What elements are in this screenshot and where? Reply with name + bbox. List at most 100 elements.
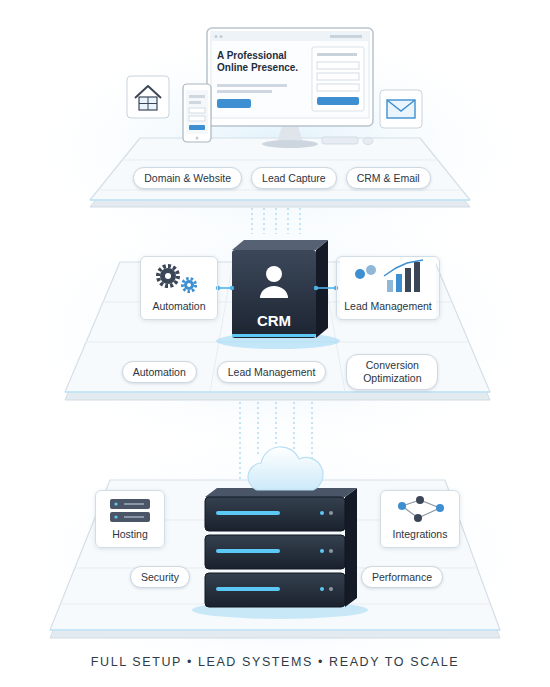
lead-card-icon-part (387, 280, 393, 292)
hosting-card-icon-part (114, 502, 117, 505)
domain-icon-part (127, 76, 169, 118)
email-icon (380, 90, 422, 128)
monitor-illustration (207, 28, 373, 148)
automation-card-icon-part (184, 280, 194, 290)
feature-card: Hosting (95, 490, 165, 548)
server-stack-part (329, 587, 333, 591)
monitor-illustration-part (312, 47, 364, 111)
feature-pill: Lead Management (217, 361, 327, 384)
monitor-illustration-part (207, 28, 373, 126)
server-stack-part (329, 511, 333, 515)
automation-card-icon-part (187, 283, 191, 287)
cloud-shape (248, 447, 323, 490)
crm-cube-shape-part (266, 266, 282, 282)
bottom-platform-part (50, 629, 500, 631)
integrations-card-icon-part (416, 496, 424, 504)
phone-illustration-part (189, 125, 205, 130)
automation-card-icon-part (183, 279, 196, 292)
integrations-card-icon (380, 490, 460, 548)
phone-illustration-part (186, 90, 208, 134)
crm-cube: CRM (232, 250, 316, 338)
node-text: Performance (372, 571, 432, 584)
node-text: Lead Capture (262, 172, 326, 185)
integrations-card-icon-part (398, 502, 406, 510)
flow-dashes-part (257, 402, 258, 456)
flow-dashes-part (263, 208, 264, 234)
email-icon-part (387, 100, 415, 118)
hosting-card-icon-part (114, 515, 117, 518)
hosting-card-icon-part (95, 490, 165, 548)
crm-cube-shape-part (232, 250, 316, 338)
monitor-illustration-part (215, 35, 218, 38)
feature-pill: Automation (122, 361, 197, 384)
phone-illustration-part (189, 108, 205, 113)
crm-cube-shape-part (216, 333, 340, 349)
domain-icon-part (139, 103, 157, 104)
hosting-card-icon-part (124, 503, 144, 505)
automation-card-icon-part (165, 273, 171, 279)
feature-pill: Lead Capture (251, 167, 337, 190)
integrations-card-icon-part (414, 514, 422, 522)
phone-illustration-part (196, 137, 199, 140)
phone-illustration-part (189, 95, 205, 98)
phone-illustration (183, 84, 211, 142)
server-stack-part (216, 511, 280, 515)
flow-dashes-part (299, 208, 300, 234)
top-platform-part (122, 160, 438, 161)
monitor-illustration-part (217, 84, 287, 87)
monitor-illustration-part (217, 90, 272, 93)
monitor-illustration-part (317, 62, 359, 69)
feature-card: Lead Management (336, 256, 440, 320)
server-stack-part (205, 573, 345, 607)
lead-card-icon-part (355, 269, 365, 279)
domain-icon-part (135, 86, 161, 98)
connector-dot (216, 286, 220, 290)
node-text: Automation (152, 300, 205, 313)
monitor-illustration-part (322, 137, 358, 144)
top-platform-part (90, 199, 470, 201)
bottom-platform (50, 480, 500, 638)
cloud-shape-part (248, 447, 323, 490)
crm-cube-shape-part (232, 334, 316, 337)
lead-card-icon (340, 256, 436, 320)
lead-card-icon-part (405, 268, 411, 292)
flow-dashes-part (275, 208, 276, 234)
hosting-card-icon-part (110, 512, 150, 522)
server-stack-part (205, 497, 345, 531)
crm-cube-shape (216, 240, 340, 349)
feature-pill: CRM & Email (346, 167, 431, 190)
top-platform-part (98, 190, 462, 191)
flow-dashes-part (293, 402, 294, 456)
monitor-illustration-part (211, 32, 369, 41)
node-text: Hosting (112, 528, 148, 541)
node-text: Conversion Optimization (357, 359, 427, 384)
monitor-illustration-part (317, 53, 357, 56)
node-text: CRM (257, 312, 291, 329)
server-stack (192, 488, 368, 619)
server-stack-part (216, 549, 280, 553)
flow-dashes-part (239, 402, 240, 480)
feature-card: Automation (140, 256, 218, 320)
screen-heading: A Professional Online Presence. (217, 50, 309, 74)
server-stack-part (320, 549, 324, 553)
caption: FULL SETUP • LEAD SYSTEMS • READY TO SCA… (0, 655, 550, 669)
lead-card-icon-part (384, 260, 423, 276)
monitor-illustration-part (317, 73, 359, 80)
middle-platform-part (65, 391, 490, 393)
node-text: Domain & Website (144, 172, 231, 185)
flow-dashes-part (287, 208, 288, 234)
phone-illustration-part (189, 101, 201, 104)
node-text: Lead Management (344, 300, 432, 313)
node-text: Security (141, 571, 179, 584)
hosting-card-icon-part (124, 516, 144, 518)
domain-icon (127, 76, 169, 118)
integrations-card-icon-part (380, 490, 460, 548)
domain-icon-part (139, 97, 157, 110)
lead-card-icon-part (396, 274, 402, 292)
automation-card-icon (140, 256, 218, 320)
phone-illustration-part (183, 84, 211, 142)
top-platform-part (90, 138, 470, 200)
lead-card-icon-part (340, 256, 436, 320)
